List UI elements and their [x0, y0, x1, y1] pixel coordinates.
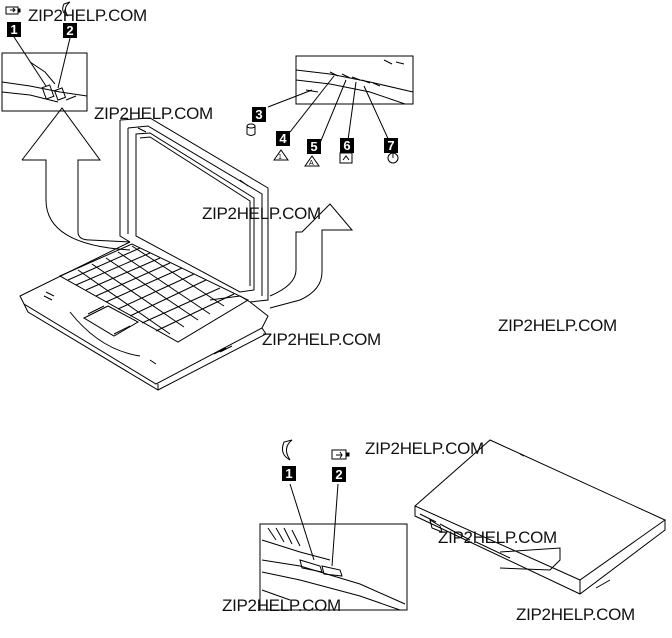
- bottom-inset: [259, 523, 408, 611]
- watermark-text: ZIP2HELP.COM: [94, 104, 213, 123]
- capslock-a-icon: A: [304, 155, 320, 167]
- callout-number: 1: [285, 466, 293, 481]
- arrow-left: [21, 107, 131, 251]
- laptop-closed: [414, 439, 666, 595]
- callout-badge-7: 7: [384, 138, 398, 153]
- callout-badge-4: 4: [276, 131, 290, 146]
- watermark-text: ZIP2HELP.COM: [262, 330, 381, 349]
- moon-icon: [62, 1, 71, 17]
- callout-badge-6: 6: [340, 138, 354, 153]
- moon-icon: [282, 439, 293, 461]
- power-icon: [387, 152, 399, 164]
- callout-badge-1: 1: [7, 22, 21, 37]
- callout-badge-5: 5: [307, 139, 321, 154]
- watermark-text: ZIP2HELP.COM: [365, 439, 484, 458]
- callout-badge-3: 3: [252, 107, 266, 122]
- svg-text:A: A: [309, 160, 314, 167]
- callout-number: 5: [310, 139, 318, 154]
- watermark-text: ZIP2HELP.COM: [202, 204, 321, 223]
- watermark-text: ZIP2HELP.COM: [222, 596, 341, 615]
- callout-number: 4: [279, 131, 287, 146]
- callout-number: 7: [387, 138, 395, 153]
- arrow-right: [269, 203, 354, 309]
- watermark-text: ZIP2HELP.COM: [28, 6, 147, 25]
- callout-badge-2: 2: [63, 23, 77, 38]
- callout-number: 2: [335, 467, 343, 482]
- callout-number: 2: [66, 23, 74, 38]
- battery-charging-icon: [5, 6, 21, 15]
- callout-number: 6: [343, 138, 351, 153]
- svg-text:1: 1: [278, 154, 282, 161]
- top-left-inset: [1, 52, 88, 112]
- cylinder-drive-icon: [246, 123, 256, 136]
- scroll-lock-icon: [339, 152, 353, 164]
- watermark-text: ZIP2HELP.COM: [498, 316, 617, 335]
- watermark-text: ZIP2HELP.COM: [438, 528, 557, 547]
- status-panel-inset: [295, 55, 414, 105]
- numlock-arrow-icon: 1: [273, 149, 289, 161]
- callout-badge-2-bottom: 2: [332, 467, 346, 482]
- callout-number: 3: [255, 107, 263, 122]
- callout-number: 1: [10, 22, 18, 37]
- watermark-text: ZIP2HELP.COM: [516, 605, 635, 624]
- callout-badge-1-bottom: 1: [282, 466, 296, 481]
- laptop-main: [19, 117, 269, 391]
- battery-charging-icon: [331, 449, 350, 460]
